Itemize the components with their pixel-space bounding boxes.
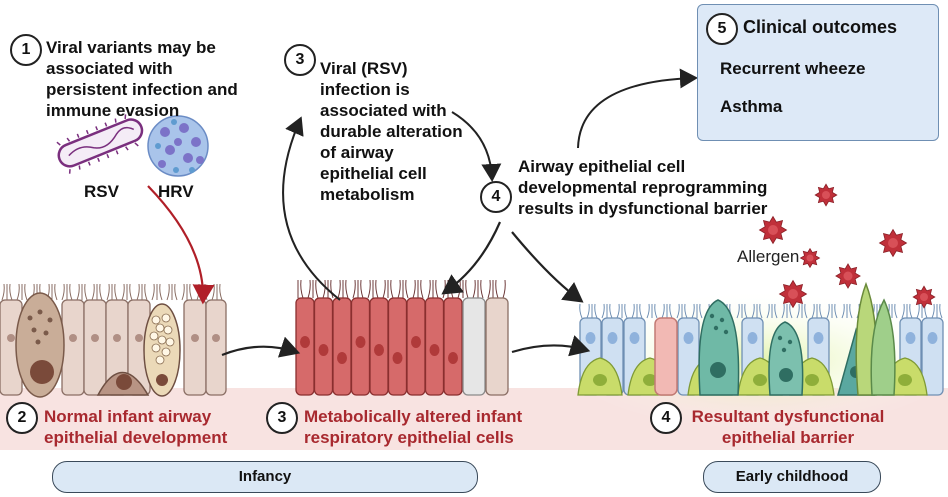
outcome-asthma: Asthma <box>720 97 783 116</box>
arrow-step3-to-step4 <box>451 111 502 182</box>
rsv-label: RSV <box>84 182 119 201</box>
step-2-text: Normal infant airway epithelial developm… <box>44 407 228 447</box>
ciliated-cell <box>462 297 486 396</box>
hrv-virus-icon <box>147 115 209 177</box>
step-number-3-bottom: 3 <box>266 402 298 434</box>
barrier-epithelium <box>577 281 944 396</box>
step-number-1: 1 <box>10 34 42 66</box>
normal-columnar-cell <box>485 297 509 396</box>
step-3-bottom-text: Metabolically altered infant respiratory… <box>304 407 523 447</box>
barrier-columnar-cell <box>921 317 944 396</box>
rsv-virus-icon <box>56 114 144 174</box>
step-1-text: Viral variants may be associated with pe… <box>46 38 238 120</box>
clinical-outcomes-title: Clinical outcomes <box>743 17 898 37</box>
allergen-particles <box>758 183 936 309</box>
normal-epithelium <box>0 283 227 398</box>
step-number-5: 5 <box>706 13 738 45</box>
arrow-virus-to-normal <box>147 185 215 305</box>
altered-columnar-cell <box>387 297 408 396</box>
altered-epithelium <box>295 279 509 396</box>
arrow-step4-to-outcomes <box>577 68 698 149</box>
teal-cell <box>768 321 804 396</box>
altered-columnar-cell <box>332 297 352 396</box>
tall-green-cell <box>870 298 896 396</box>
arrow-altered-to-barrier <box>511 335 591 357</box>
timeline-infancy: Infancy <box>52 461 478 493</box>
outcome-recurrent-wheeze: Recurrent wheeze <box>720 59 866 78</box>
normal-columnar-cell <box>61 299 85 396</box>
step-number-4-top: 4 <box>480 181 512 213</box>
step-number-4-bottom: 4 <box>650 402 682 434</box>
arrow-step4-to-barrier <box>511 231 584 303</box>
arrow-normal-to-altered <box>221 336 301 358</box>
step-4-bottom-text: Resultant dysfunctional epithelial barri… <box>691 407 885 447</box>
step-number-2: 2 <box>6 402 38 434</box>
allergen-label: Allergen <box>737 247 800 266</box>
step-number-3-top: 3 <box>284 44 316 76</box>
step-3-text: Viral (RSV) infection is associated with… <box>320 59 463 204</box>
hrv-label: HRV <box>158 182 194 201</box>
teal-cell <box>698 299 740 396</box>
normal-columnar-cell <box>83 299 107 396</box>
altered-columnar-cell <box>443 297 463 396</box>
arrow-altered-to-step3 <box>282 116 341 301</box>
step-4-text: Airway epithelial cell developmental rep… <box>518 157 768 218</box>
arrow-step4-to-altered <box>441 221 502 295</box>
normal-columnar-cell <box>183 299 207 396</box>
timeline-early-childhood: Early childhood <box>703 461 881 493</box>
normal-columnar-cell <box>205 299 227 396</box>
